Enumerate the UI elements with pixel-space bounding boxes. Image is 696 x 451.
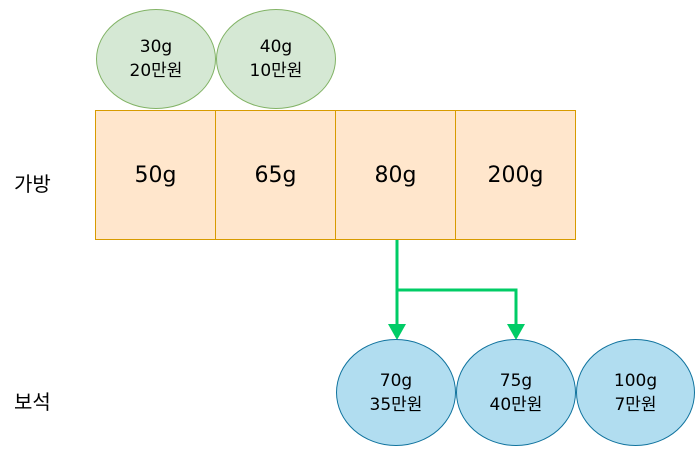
gem-price: 40만원 (489, 394, 543, 415)
bag-cell: 65g (215, 110, 336, 240)
gem-price: 35만원 (369, 394, 423, 415)
top-item-circle: 40g 10만원 (216, 9, 336, 109)
gem-weight: 100g (613, 370, 658, 391)
gem-price: 7만원 (614, 394, 657, 415)
gem-weight: 75g (499, 370, 533, 391)
bag-row-label: 가방 (14, 172, 51, 196)
bag-cell: 50g (95, 110, 216, 240)
arrow-head-left (388, 324, 406, 340)
top-item-circle: 30g 20만원 (96, 9, 216, 109)
top-item-weight: 40g (259, 37, 293, 57)
gem-weight: 70g (379, 370, 413, 391)
gem-circle: 100g 7만원 (576, 339, 695, 446)
top-item-weight: 30g (139, 37, 173, 57)
top-item-price: 20만원 (129, 61, 183, 81)
gem-row-label: 보석 (14, 390, 51, 414)
top-item-price: 10만원 (249, 61, 303, 81)
arrow-head-right (507, 324, 525, 340)
bag-cell: 80g (335, 110, 456, 240)
bag-cell: 200g (455, 110, 576, 240)
gem-circle: 75g 40만원 (456, 339, 576, 446)
gem-circle: 70g 35만원 (336, 339, 456, 446)
arrow-line-right (397, 288, 518, 326)
